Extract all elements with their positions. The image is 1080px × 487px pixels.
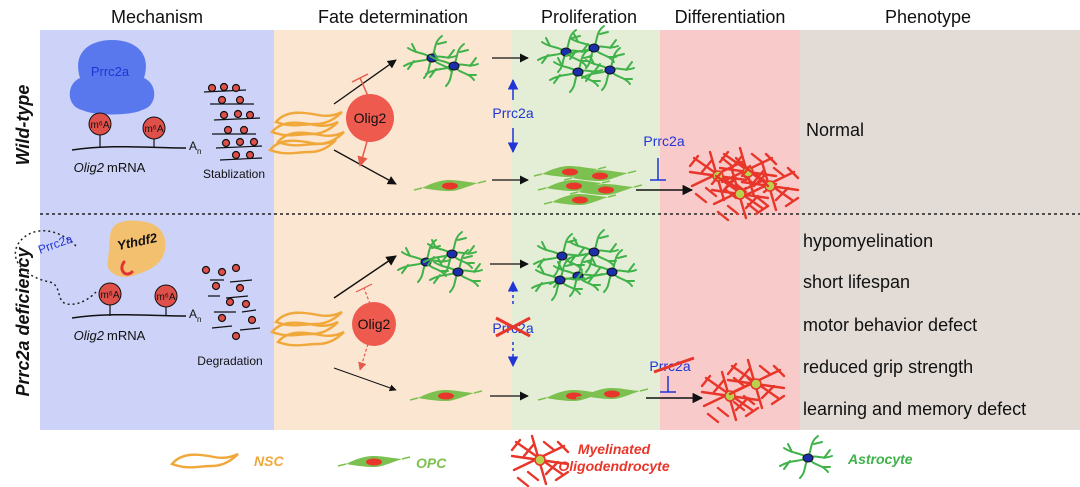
- legend-oligo-label-2: Oligodendrocyte: [558, 458, 669, 474]
- m6a-mark-4: [154, 284, 178, 308]
- phenotype-grip-strength: reduced grip strength: [803, 357, 973, 377]
- deficiency-cross: [495, 316, 531, 338]
- differentiation-panel: [660, 30, 800, 430]
- differentiation-deficiency: Prrc2a: [646, 356, 786, 424]
- header-proliferation: Proliferation: [541, 7, 637, 27]
- svg-text:m⁶A: m⁶A: [144, 124, 163, 135]
- svg-text:A: A: [189, 139, 197, 153]
- header-mechanism: Mechanism: [111, 7, 203, 27]
- deficiency-strike: [653, 356, 695, 374]
- degraded-mrna-cluster: [201, 263, 261, 341]
- olig2-mrna-strand-2: [71, 313, 187, 319]
- header-differentiation: Differentiation: [675, 7, 786, 27]
- m6a-mark-1: [88, 112, 112, 136]
- mrna-label-2: mRNA: [107, 328, 146, 343]
- legend-opc-icon: [337, 455, 411, 468]
- svg-text:n: n: [197, 315, 201, 324]
- legend-astro-label: Astrocyte: [847, 451, 913, 467]
- stable-mrna-cluster: [203, 82, 263, 161]
- olig2-node-2: [352, 302, 396, 346]
- svg-text:m⁶A: m⁶A: [90, 120, 109, 131]
- phenotype-short-lifespan: short lifespan: [803, 272, 910, 292]
- phenotype-motor-defect: motor behavior defect: [803, 315, 977, 335]
- mechanism-wildtype: Prrc2a m⁶A m⁶A A n Olig2 mRNA Stablizati…: [69, 40, 265, 181]
- svg-text:m⁶A: m⁶A: [156, 292, 175, 303]
- phenotype-normal: Normal: [806, 120, 864, 140]
- degradation-label: Degradation: [197, 354, 262, 368]
- header-phenotype: Phenotype: [885, 7, 971, 27]
- fate-deficiency: Olig2: [270, 231, 529, 402]
- svg-text:Olig2: Olig2: [358, 316, 391, 332]
- svg-text:m⁶A: m⁶A: [100, 290, 119, 301]
- proliferation-deficiency: Prrc2a: [492, 229, 649, 402]
- legend-nsc-label: NSC: [254, 453, 284, 469]
- row-label-deficiency: Prrc2a deficiency: [13, 246, 33, 396]
- svg-text:Olig2: Olig2: [354, 110, 387, 126]
- legend-opc-label: OPC: [416, 455, 447, 471]
- m6a-mark-3: [98, 282, 122, 306]
- mrna-label: mRNA: [107, 160, 146, 175]
- legend-nsc-icon: [170, 452, 240, 469]
- phenotype-hypomyelination: hypomyelination: [803, 231, 933, 251]
- differentiation-wildtype: Prrc2a: [636, 133, 800, 222]
- svg-text:A: A: [189, 307, 197, 321]
- prrc2a-absent-outline: [14, 230, 97, 306]
- legend-oligo-label-1: Myelinated: [578, 441, 651, 457]
- phenotype-panel: [800, 30, 1080, 430]
- olig2-gene-label-2: Olig2: [74, 328, 105, 343]
- svg-text:n: n: [197, 147, 201, 156]
- m6a-mark-2: [142, 116, 166, 140]
- proliferation-panel: [512, 30, 660, 430]
- olig2-mrna-strand: [71, 145, 187, 151]
- olig2-node: [346, 94, 394, 142]
- stabilization-label: Stablization: [203, 167, 265, 181]
- header-fate: Fate determination: [318, 7, 468, 27]
- fate-wildtype: Olig2: [268, 35, 529, 192]
- legend-astro-icon: [779, 435, 833, 479]
- mechanism-deficiency: Prrc2a Ythdf2 m⁶A m⁶A A n Olig2 mRNA Deg…: [14, 220, 263, 368]
- legend: NSC OPC Myelinated Oligodendrocyte Astro…: [170, 434, 913, 487]
- row-label-wildtype: Wild-type: [13, 85, 33, 166]
- olig2-inhibit-line: [359, 77, 369, 97]
- prrc2a-protein-shape: [69, 40, 155, 115]
- prrc2a-protein-label: Prrc2a: [91, 64, 130, 79]
- prrc2a-proliferation-label: Prrc2a: [492, 105, 533, 121]
- proliferation-wildtype: Prrc2a: [492, 25, 643, 206]
- olig2-gene-label: Olig2: [74, 160, 105, 175]
- phenotype-learning-memory: learning and memory defect: [803, 399, 1026, 419]
- fate-panel: [274, 30, 512, 430]
- prrc2a-diff-label: Prrc2a: [643, 133, 684, 149]
